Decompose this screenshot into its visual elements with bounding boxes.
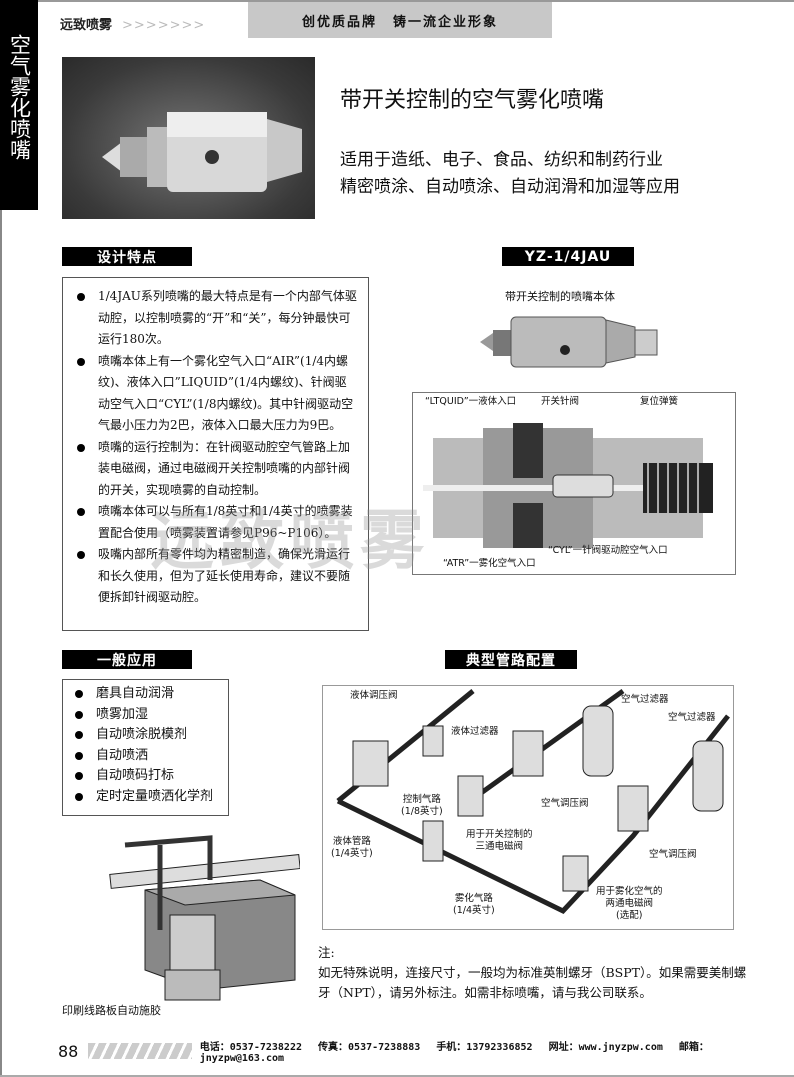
three-way-text-2: 三通电磁阀 xyxy=(475,841,524,852)
applications-heading: 一般应用 xyxy=(62,650,192,669)
feature-item: 1/4JAU系列喷嘴的最大特点是有一个内部气体驱动腔，以控制喷雾的“开”和“关”… xyxy=(71,286,358,351)
control-line-text: 控制气路 xyxy=(402,794,441,805)
label-needle: 开关针阀 xyxy=(541,396,580,407)
nozzle-image xyxy=(102,112,302,192)
application-item: 磨具自动润滑 xyxy=(69,684,222,705)
label-cyl: “CYL”一针阀驱动腔空气入口 xyxy=(548,545,668,556)
phone: 电话：0537-7238222 xyxy=(199,1042,302,1053)
brand-header: 远致喷雾 >>>>>>> xyxy=(60,14,205,33)
brand-name: 远致喷雾 xyxy=(60,18,113,33)
label-liquid-filter: 液体过滤器 xyxy=(451,726,499,737)
product-photo xyxy=(62,57,315,219)
category-sidebar: 空气雾化喷嘴 xyxy=(0,0,38,210)
piping-image xyxy=(336,688,730,915)
application-item: 自动喷涂脱模剂 xyxy=(69,725,222,746)
label-air-filter-2: 空气过滤器 xyxy=(668,712,716,723)
design-heading: 设计特点 xyxy=(62,247,192,266)
product-subtitle-2: 精密喷涂、自动喷涂、自动润滑和加湿等应用 xyxy=(340,177,680,197)
application-item: 自动喷洒 xyxy=(69,746,222,767)
label-liquid: “LTQUID”一液体入口 xyxy=(425,396,517,407)
mobile: 手机：13792336852 xyxy=(436,1042,533,1053)
label-three-way-valve: 用于开关控制的三通电磁阀 xyxy=(466,829,533,853)
nozzle-body-image xyxy=(480,316,658,368)
model-photo-caption: 带开关控制的喷嘴本体 xyxy=(505,290,615,303)
application-item: 定时定量喷洒化学剂 xyxy=(69,787,222,808)
note-text: 如无特殊说明，连接尺寸，一般均为标准英制螺牙（BSPT）。如果需要美制螺牙（NP… xyxy=(318,965,747,1000)
label-spring: 复位弹簧 xyxy=(640,396,679,407)
piping-heading: 典型管路配置 xyxy=(445,650,577,669)
slogan-1: 创优质品牌 xyxy=(301,14,377,30)
feature-item: 喷嘴本体上有一个雾化空气入口“AIR”(1/4内螺纹)、液体入口”LIQUID”… xyxy=(71,351,358,437)
decorative-stripes xyxy=(88,1043,192,1059)
two-way-text-2: 两通电磁阀 xyxy=(605,898,654,909)
cross-section-diagram: “LTQUID”一液体入口 开关针阀 复位弹簧 “ATR”一雾化空气入口 “CY… xyxy=(412,392,736,575)
brand-arrows: >>>>>>> xyxy=(122,18,206,33)
application-item: 自动喷码打标 xyxy=(69,766,222,787)
two-way-text-3: (选配) xyxy=(616,910,643,921)
page-border-left xyxy=(0,0,2,1077)
label-air-regulator-2: 空气调压阀 xyxy=(649,849,697,860)
machine-caption: 印刷线路板自动施胶 xyxy=(62,1004,161,1017)
footer: 88 电话：0537-7238222 传真：0537-7238883 手机：13… xyxy=(58,1038,794,1065)
slogan-banner: 创优质品牌铸一流企业形象 xyxy=(248,2,552,38)
atom-line-size: (1/4英寸) xyxy=(453,905,495,916)
atom-line-text: 雾化气路 xyxy=(454,893,493,904)
label-liquid-regulator: 液体调压阀 xyxy=(350,690,398,701)
website-link[interactable]: 网址：www.jnyzpw.com xyxy=(548,1042,663,1053)
label-atom-line: 雾化气路(1/4英寸) xyxy=(453,893,495,917)
email-link[interactable]: 邮箱：jnyzpw@163.com xyxy=(199,1042,709,1064)
design-features-list: 1/4JAU系列喷嘴的最大特点是有一个内部气体驱动腔，以控制喷雾的“开”和“关”… xyxy=(62,277,369,631)
feature-item: 喷嘴的运行控制为：在针阀驱动腔空气管路上加装电磁阀，通过电磁阀开关控制喷嘴的内部… xyxy=(71,437,358,502)
product-subtitle-1: 适用于造纸、电子、食品、纺织和制药行业 xyxy=(340,150,663,170)
page-number: 88 xyxy=(58,1041,79,1061)
label-air: “ATR”一雾化空气入口 xyxy=(443,558,536,569)
cross-section-image xyxy=(423,423,713,548)
application-item: 喷雾加湿 xyxy=(69,705,222,726)
note-title: 注: xyxy=(318,945,335,960)
label-two-way-valve: 用于雾化空气的两通电磁阀(选配) xyxy=(596,886,663,922)
product-title: 带开关控制的空气雾化喷嘴 xyxy=(340,88,605,113)
three-way-text-1: 用于开关控制的 xyxy=(466,829,533,840)
page-border-top xyxy=(38,0,794,2)
note: 注: 如无特殊说明，连接尺寸，一般均为标准英制螺牙（BSPT）。如果需要美制螺牙… xyxy=(318,943,748,1003)
two-way-text-1: 用于雾化空气的 xyxy=(596,886,663,897)
label-air-filter-1: 空气过滤器 xyxy=(621,694,669,705)
control-line-size: (1/8英寸) xyxy=(401,806,443,817)
label-air-regulator-1: 空气调压阀 xyxy=(541,798,589,809)
applications-list: 磨具自动润滑 喷雾加湿 自动喷涂脱模剂 自动喷洒 自动喷码打标 定时定量喷洒化学… xyxy=(62,679,229,816)
model-heading: YZ-1/4JAU xyxy=(502,247,634,266)
liquid-line-text: 液体管路 xyxy=(332,836,371,847)
page-border-bottom xyxy=(0,1075,794,1077)
feature-item: 喷嘴本体可以与所有1/8英寸和1/4英寸的喷雾装置配合使用（喷雾装置请参见P96… xyxy=(71,501,358,544)
slogan-2: 铸一流企业形象 xyxy=(393,14,499,30)
piping-diagram: 液体调压阀 液体过滤器 空气过滤器 空气过滤器 控制气路(1/8英寸) 空气调压… xyxy=(322,685,734,930)
feature-item: 吸嘴内部所有零件均为精密制造，确保光滑运行和长久使用，但为了延长使用寿命，建议不… xyxy=(71,544,358,609)
label-liquid-line: 液体管路(1/4英寸) xyxy=(331,836,373,860)
liquid-line-size: (1/4英寸) xyxy=(331,848,373,859)
contact-info: 电话：0537-7238222 传真：0537-7238883 手机：13792… xyxy=(200,1038,794,1064)
fax: 传真：0537-7238883 xyxy=(318,1042,421,1053)
pcb-gluing-machine-image xyxy=(109,835,300,1001)
label-control-line: 控制气路(1/8英寸) xyxy=(401,794,443,818)
